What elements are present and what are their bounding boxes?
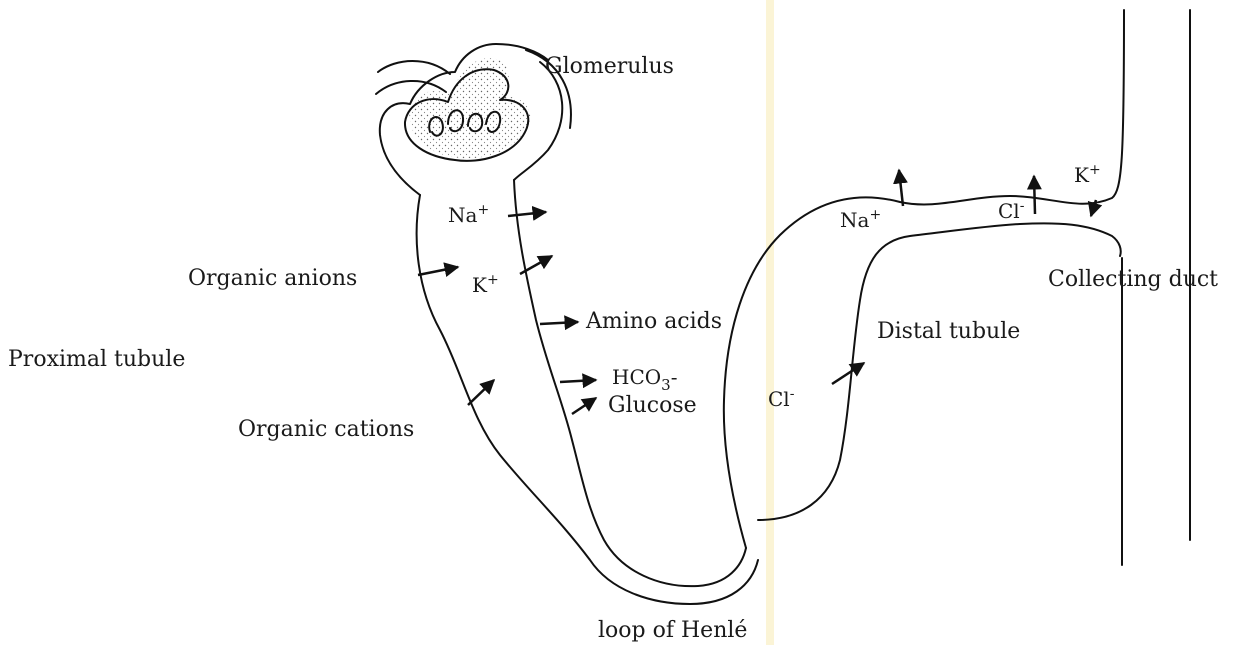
tubule-outer-wall — [417, 195, 758, 604]
collecting-duct-label: Collecting duct — [1048, 267, 1218, 292]
chloride-distal-upper-label: Cl- — [998, 198, 1025, 223]
distal-tubule-label: Distal tubule — [877, 319, 1020, 344]
chloride-ascending-arrow — [832, 363, 864, 384]
organic-anions-label: Organic anions — [188, 266, 357, 291]
bicarbonate-arrow — [560, 380, 596, 382]
organic-anions-arrow — [418, 267, 458, 275]
amino-acids-arrow — [540, 322, 578, 324]
sodium-proximal-arrow — [508, 212, 546, 216]
potassium-collecting-label: K+ — [1074, 162, 1101, 187]
organic-cations-arrow — [468, 380, 494, 405]
glomerulus — [376, 44, 571, 195]
scan-seam — [766, 0, 774, 645]
bicarbonate-label: HCO3- — [612, 365, 677, 394]
potassium-proximal-label: K+ — [472, 272, 499, 297]
amino-acids-label: Amino acids — [585, 309, 722, 334]
sodium-proximal-label: Na+ — [448, 202, 489, 227]
chloride-ascending-label: Cl- — [768, 386, 795, 411]
glucose-arrow — [572, 398, 596, 414]
glucose-label: Glucose — [608, 393, 697, 418]
loop-of-henle-label: loop of Henlé — [598, 618, 747, 643]
sodium-distal-label: Na+ — [840, 207, 881, 232]
organic-cations-label: Organic cations — [238, 417, 414, 442]
transport-arrows — [418, 170, 1096, 414]
proximal-tubule-label: Proximal tubule — [8, 347, 185, 372]
glomerulus-label: Glomerulus — [545, 54, 674, 79]
chloride-distal-upper-arrow — [1034, 176, 1035, 214]
bowman-capsule-top-outer — [378, 61, 450, 74]
sodium-distal-arrow — [899, 170, 903, 206]
